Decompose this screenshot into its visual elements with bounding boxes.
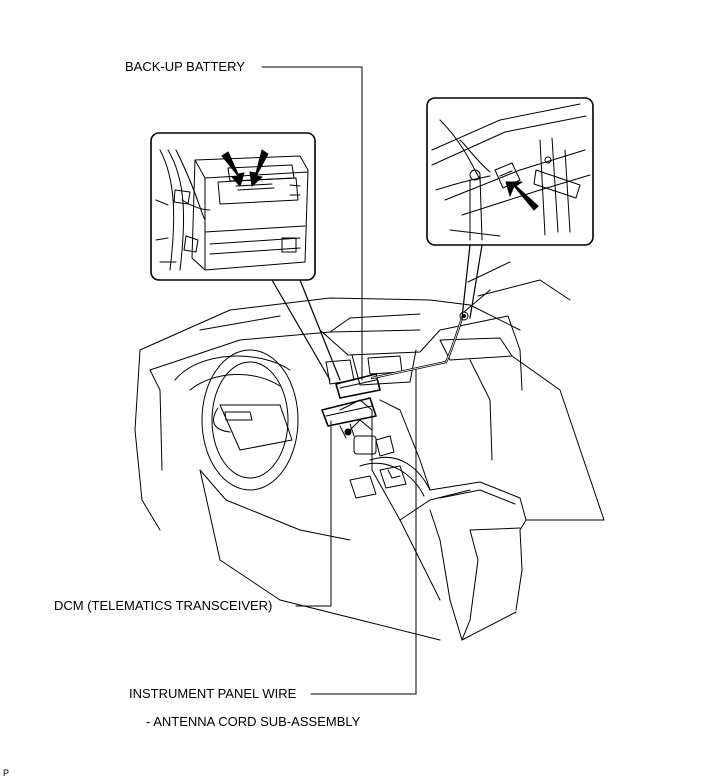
leader-lines	[261, 66, 417, 695]
antenna-detail-inset	[426, 97, 594, 319]
dashboard-body	[134, 261, 605, 641]
label-antenna-cord: - ANTENNA CORD SUB-ASSEMBLY	[146, 714, 361, 729]
figure-code: P	[3, 768, 10, 778]
label-dcm: DCM (TELEMATICS TRANSCEIVER)	[54, 598, 273, 613]
battery-detail-inset	[150, 132, 341, 381]
label-instrument-panel-wire: INSTRUMENT PANEL WIRE	[129, 686, 297, 701]
label-backup-battery: BACK-UP BATTERY	[125, 59, 245, 74]
leader-instrument-panel-wire	[310, 369, 417, 695]
leader-dcm	[295, 420, 332, 607]
dash-modules	[321, 289, 491, 439]
leader-backup-battery	[261, 66, 363, 381]
